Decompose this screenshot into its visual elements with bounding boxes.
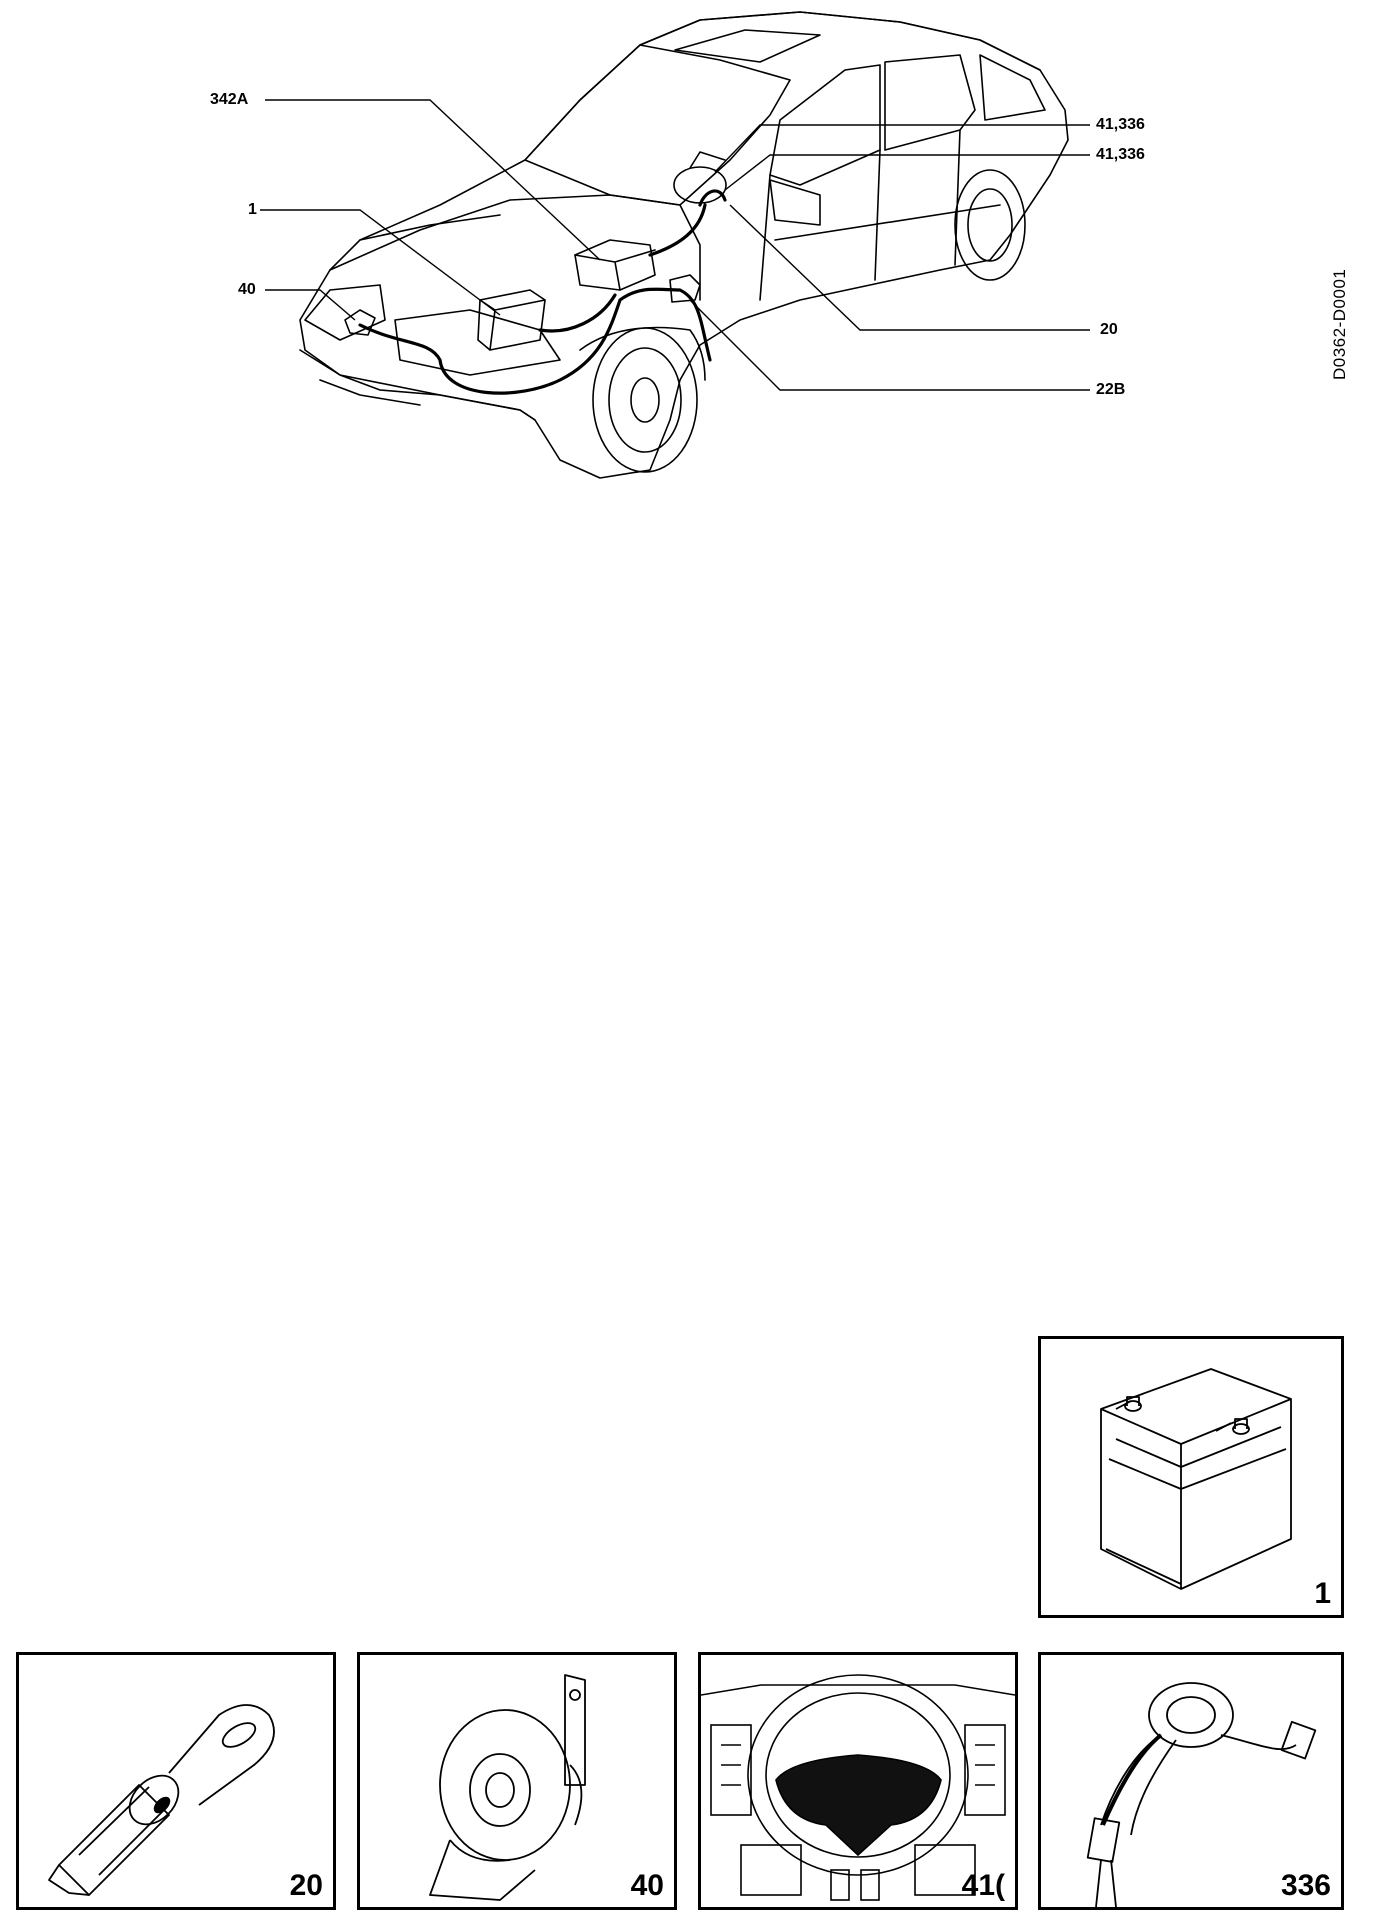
wiring-harness: [358, 287, 712, 395]
roof-line: [639, 11, 1041, 71]
relay-22b: [669, 274, 701, 303]
document-id: D0362-D0001: [1330, 268, 1349, 380]
car-wiring-diagram: [260, 11, 1090, 479]
callout-1: 1: [248, 201, 257, 218]
car-body-outline: [299, 11, 1069, 479]
side-mirror: [769, 179, 821, 226]
windshield: [524, 44, 791, 206]
callout-342a: 342A: [210, 91, 249, 108]
rear-quarter-window: [979, 54, 1046, 121]
battery-icon: [1100, 1368, 1292, 1590]
panel-horn: 40: [357, 1652, 677, 1910]
horn-component: [344, 309, 376, 336]
ignition-key-icon: [48, 1704, 275, 1896]
front-bumper: [299, 349, 536, 421]
grille: [394, 309, 561, 376]
rear-wheel: [954, 169, 1026, 281]
panel-airbag: 41(: [698, 1652, 1018, 1910]
panel-number-battery: 1: [1314, 1577, 1331, 1610]
steering-wheel: [673, 166, 727, 204]
panel-battery: 1: [1038, 1336, 1344, 1618]
hood-line: [329, 194, 701, 301]
control-unit-342a: [574, 239, 656, 291]
sunroof: [674, 29, 821, 63]
panel-number-ignition-switch: 20: [289, 1869, 323, 1902]
airbag-steering-wheel-icon: [701, 1674, 1015, 1901]
callout-22b: 22B: [1096, 381, 1126, 398]
panel-contact-reel: 336: [1038, 1652, 1344, 1910]
callout-41-336-lower: 41,336: [1096, 146, 1145, 163]
panel-number-horn: 40: [630, 1869, 664, 1902]
panel-ignition-switch: 20: [16, 1652, 336, 1910]
callout-20: 20: [1100, 321, 1118, 338]
callout-41-336-upper: 41,336: [1096, 116, 1145, 133]
contact-reel-icon: [1086, 1682, 1317, 1907]
panel-number-contact-reel: 336: [1280, 1869, 1331, 1902]
horn-icon: [429, 1674, 586, 1901]
callout-40: 40: [238, 281, 256, 298]
panel-number-airbag: 41(: [961, 1869, 1005, 1902]
rear-door-window: [884, 54, 976, 151]
battery-component: [477, 289, 546, 351]
